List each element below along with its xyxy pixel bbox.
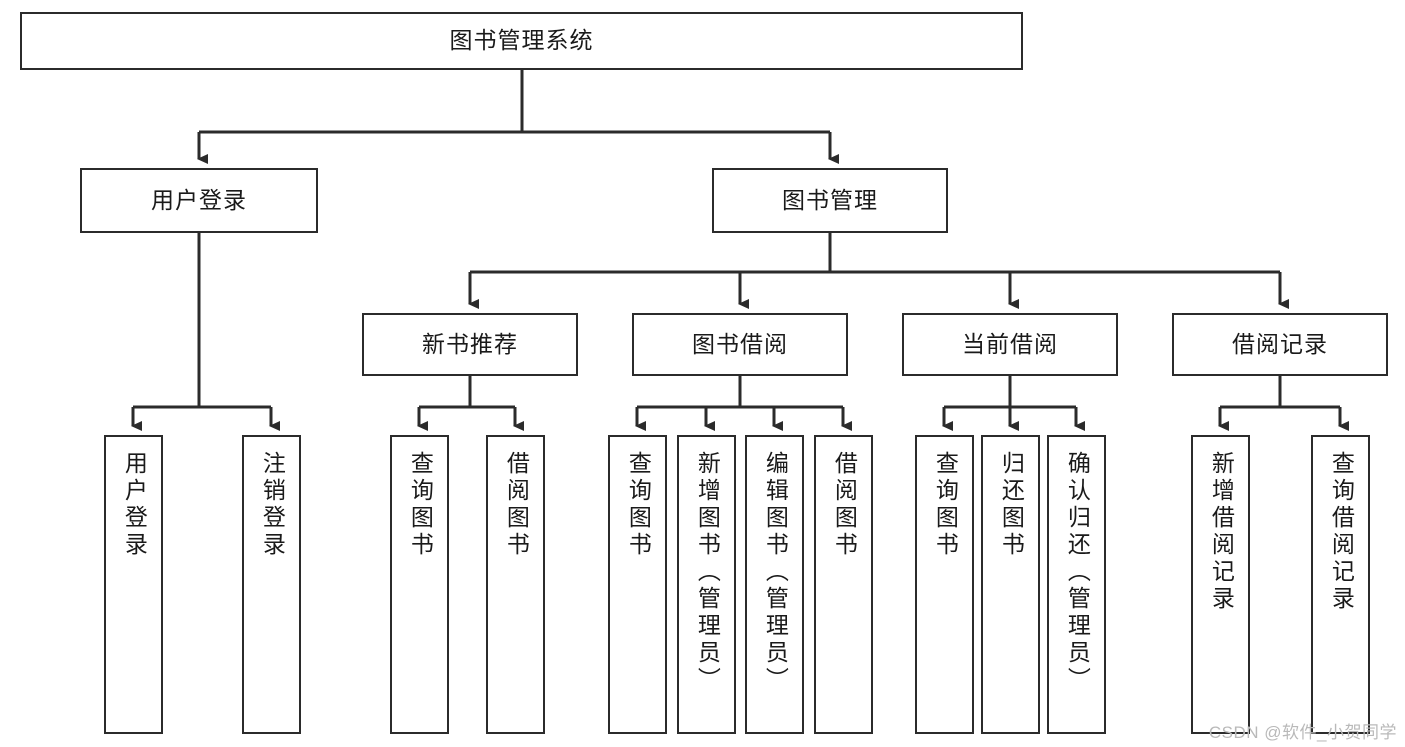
node-leaf-query-book-2-label: 查询图书 [625,451,652,559]
node-leaf-query-book-3[interactable]: 查询图书 [915,435,974,734]
node-borrow-record-label: 借阅记录 [1232,330,1328,357]
node-new-book-recommend-label: 新书推荐 [422,330,518,357]
node-leaf-confirm-return-admin-label: 确认归还（管理员） [1064,451,1091,694]
node-leaf-add-book-admin-label: 新增图书（管理员） [694,451,721,694]
node-leaf-query-book-1[interactable]: 查询图书 [390,435,449,734]
node-book-borrow-label: 图书借阅 [692,330,788,357]
node-leaf-logout-login[interactable]: 注销登录 [242,435,301,734]
node-new-book-recommend[interactable]: 新书推荐 [362,313,578,376]
node-leaf-confirm-return-admin[interactable]: 确认归还（管理员） [1047,435,1106,734]
node-leaf-borrow-book-1[interactable]: 借阅图书 [486,435,545,734]
node-leaf-add-book-admin[interactable]: 新增图书（管理员） [677,435,736,734]
node-leaf-query-borrow-record[interactable]: 查询借阅记录 [1311,435,1370,734]
node-leaf-return-book-label: 归还图书 [998,451,1025,559]
node-leaf-return-book[interactable]: 归还图书 [981,435,1040,734]
node-leaf-query-book-3-label: 查询图书 [932,451,959,559]
node-leaf-query-book-1-label: 查询图书 [407,451,434,559]
node-borrow-record[interactable]: 借阅记录 [1172,313,1388,376]
node-leaf-user-login[interactable]: 用户登录 [104,435,163,734]
node-leaf-add-borrow-record-label: 新增借阅记录 [1208,451,1235,613]
node-leaf-edit-book-admin-label: 编辑图书（管理员） [762,451,789,694]
node-leaf-logout-login-label: 注销登录 [259,451,286,559]
node-book-management[interactable]: 图书管理 [712,168,948,233]
node-leaf-query-book-2[interactable]: 查询图书 [608,435,667,734]
node-leaf-add-borrow-record[interactable]: 新增借阅记录 [1191,435,1250,734]
node-user-login-label: 用户登录 [151,186,247,213]
node-leaf-borrow-book-1-label: 借阅图书 [503,451,530,559]
node-current-borrow[interactable]: 当前借阅 [902,313,1118,376]
node-leaf-user-login-label: 用户登录 [121,451,148,559]
node-book-borrow[interactable]: 图书借阅 [632,313,848,376]
node-book-management-label: 图书管理 [782,186,878,213]
node-root[interactable]: 图书管理系统 [20,12,1023,70]
node-leaf-borrow-book-2[interactable]: 借阅图书 [814,435,873,734]
node-current-borrow-label: 当前借阅 [962,330,1058,357]
node-leaf-borrow-book-2-label: 借阅图书 [831,451,858,559]
watermark: CSDN @软件_小贺同学 [1208,723,1397,742]
node-leaf-query-borrow-record-label: 查询借阅记录 [1328,451,1355,613]
node-user-login[interactable]: 用户登录 [80,168,318,233]
node-leaf-edit-book-admin[interactable]: 编辑图书（管理员） [745,435,804,734]
node-root-label: 图书管理系统 [449,27,594,54]
